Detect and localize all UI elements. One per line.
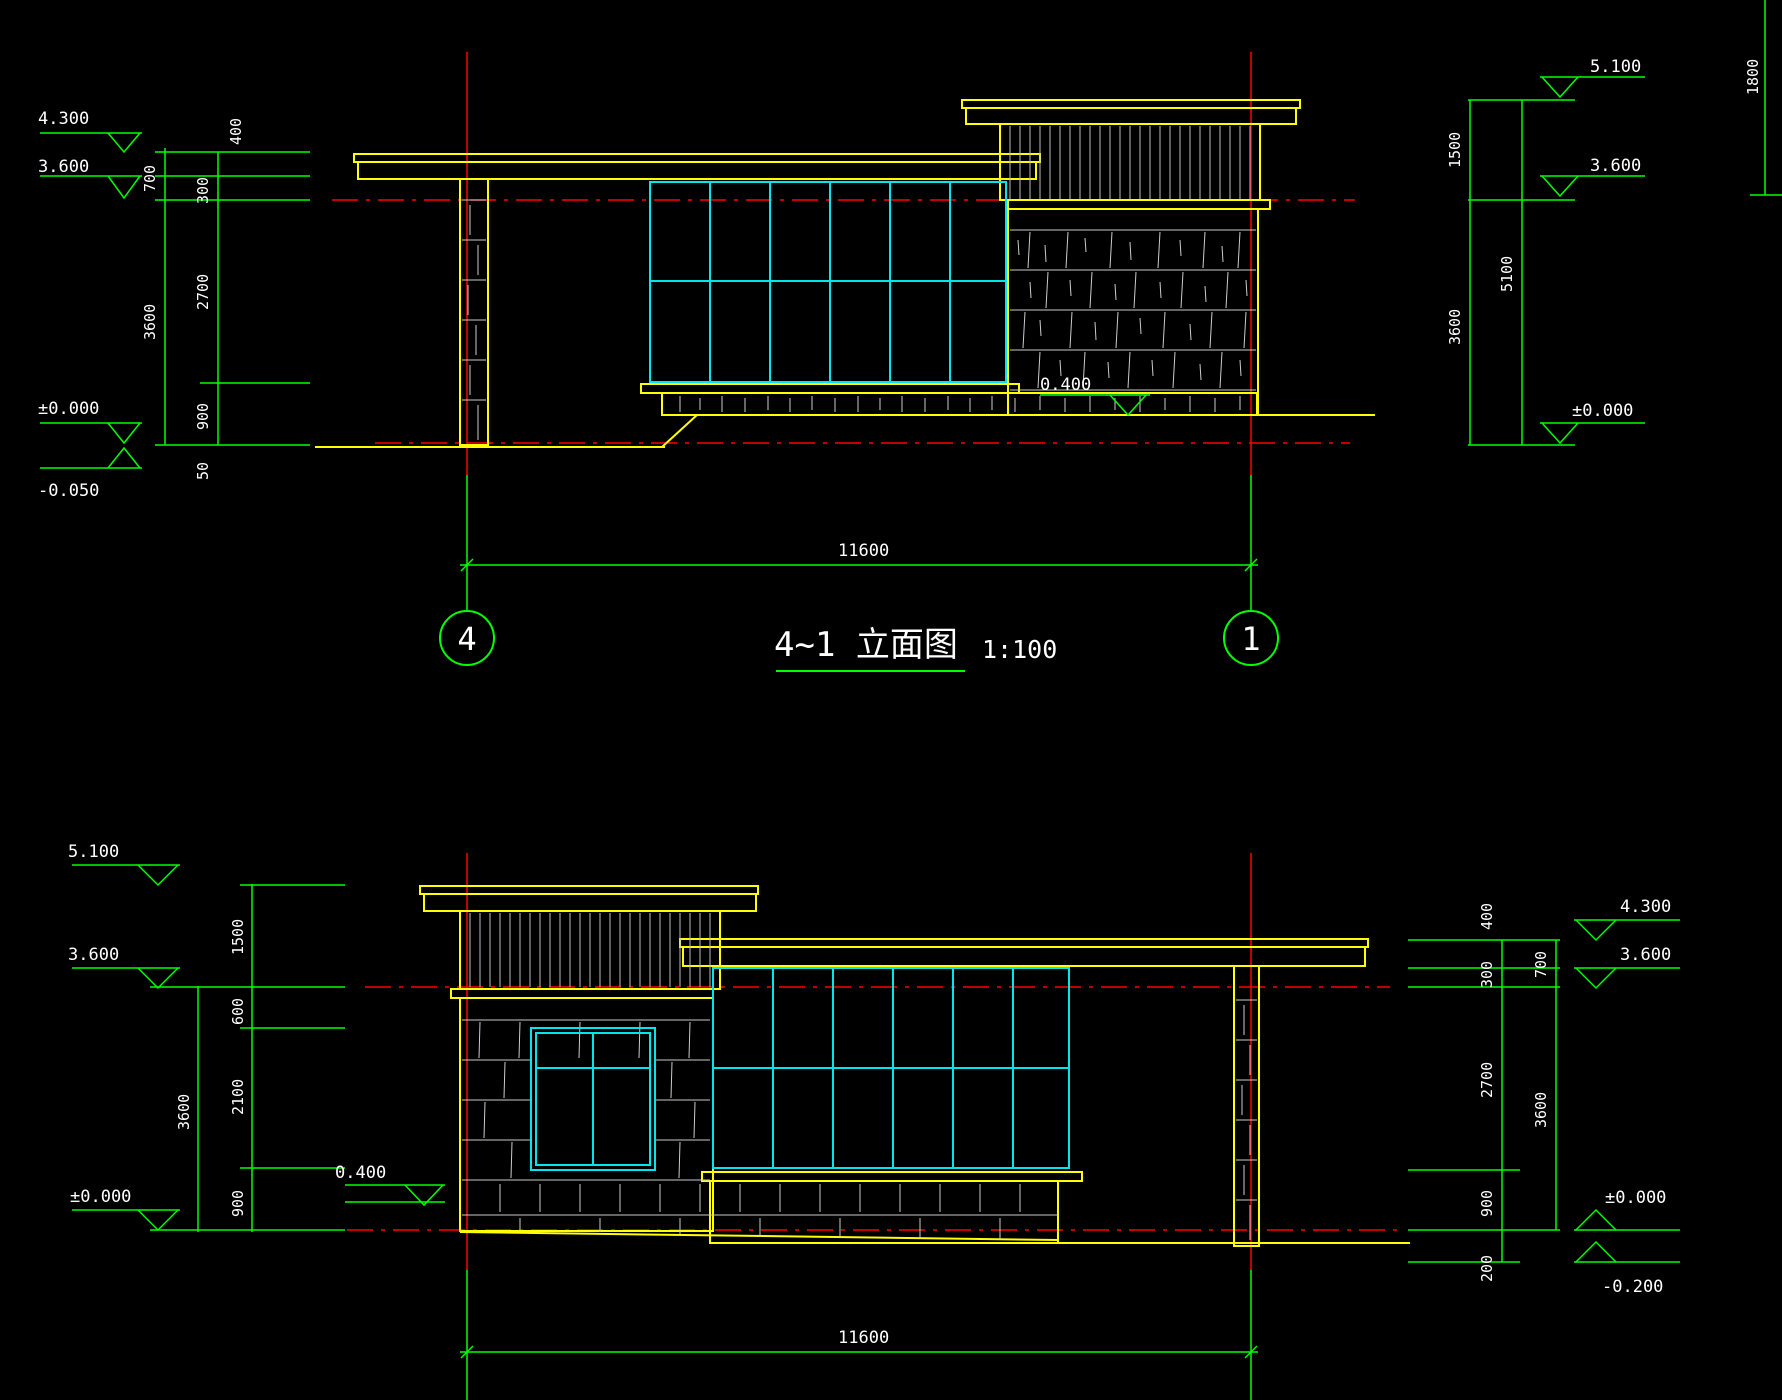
dim-label: 1500 xyxy=(1446,132,1464,168)
level-label: 0.400 xyxy=(1040,375,1091,395)
top-elevation: 4.300 3.600 ±0.000 -0.050 700 3600 400 3… xyxy=(38,0,1782,672)
overall-dim-top xyxy=(460,475,1258,610)
dim-label: 700 xyxy=(1532,951,1550,978)
level-label: -0.050 xyxy=(38,481,99,501)
dim-label: 3600 xyxy=(175,1094,193,1130)
level-label: 4.300 xyxy=(38,109,89,129)
right-levels-top xyxy=(1468,0,1782,446)
dim-label: 200 xyxy=(1478,1255,1496,1282)
small-window-bottom xyxy=(530,1027,656,1171)
dim-label: 3600 xyxy=(141,304,159,340)
dim-label: 300 xyxy=(1478,961,1496,988)
glass-wall-top xyxy=(649,181,1007,383)
stone-hatch-bottom xyxy=(462,1019,1058,1239)
level-label: 3.600 xyxy=(68,945,119,965)
level-label: ±0.000 xyxy=(70,1187,131,1207)
left-levels-top xyxy=(40,132,310,469)
dim-label: 1800 xyxy=(1744,59,1762,95)
dim-label: 600 xyxy=(229,998,247,1025)
dim-label: 400 xyxy=(1478,903,1496,930)
sill-level-top xyxy=(1040,394,1150,417)
bottom-elevation: 5.100 3.600 ±0.000 0.400 1500 600 2100 9… xyxy=(68,842,1680,1400)
dim-label: 900 xyxy=(229,1190,247,1217)
dim-label: 900 xyxy=(1478,1190,1496,1217)
level-label: 3.600 xyxy=(1590,156,1641,176)
level-label: 4.300 xyxy=(1620,897,1671,917)
level-label: 3.600 xyxy=(38,157,89,177)
level-label: ±0.000 xyxy=(1572,401,1633,421)
right-levels-bottom xyxy=(1408,919,1680,1263)
level-label: ±0.000 xyxy=(38,399,99,419)
dim-label: 2700 xyxy=(1478,1062,1496,1098)
siding-hatch-bottom xyxy=(469,913,711,987)
axis-label: 4 xyxy=(457,620,476,658)
stone-hatch-top xyxy=(1010,229,1256,391)
dim-label: 2700 xyxy=(194,274,212,310)
axis-bubble-1: 1 xyxy=(1223,610,1279,666)
dim-label: 11600 xyxy=(838,1328,889,1348)
building-bottom xyxy=(419,885,1410,1247)
left-levels-bottom xyxy=(72,864,445,1232)
drawing-scale: 1:100 xyxy=(982,635,1057,664)
dim-label: 400 xyxy=(227,118,245,145)
level-label: -0.200 xyxy=(1602,1277,1663,1297)
dim-label: 300 xyxy=(194,177,212,204)
dim-label: 50 xyxy=(194,462,212,480)
dim-label: 3600 xyxy=(1532,1092,1550,1128)
dim-label: 700 xyxy=(141,165,159,192)
drawing-title: 4~1 立面图 xyxy=(774,625,958,665)
glass-wall-bottom xyxy=(712,967,1070,1169)
level-label: 0.400 xyxy=(335,1163,386,1183)
level-label: ±0.000 xyxy=(1605,1188,1666,1208)
dim-label: 11600 xyxy=(838,541,889,561)
level-label: 3.600 xyxy=(1620,945,1671,965)
axis-bubble-4: 4 xyxy=(439,610,495,666)
overall-dim-bottom xyxy=(460,1270,1258,1400)
dim-label: 5100 xyxy=(1498,256,1516,292)
column-hatch-bottom xyxy=(1236,999,1257,1240)
level-label: 5.100 xyxy=(68,842,119,862)
level-label: 5.100 xyxy=(1590,57,1641,77)
dim-label: 2100 xyxy=(229,1079,247,1115)
dim-label: 1500 xyxy=(229,919,247,955)
dim-label: 3600 xyxy=(1446,309,1464,345)
axis-label: 1 xyxy=(1241,620,1260,658)
building-top xyxy=(315,99,1375,448)
column-hatch-top xyxy=(462,199,486,440)
siding-hatch-top xyxy=(1009,126,1251,199)
plinth-hatch-top xyxy=(679,396,1241,412)
dim-label: 900 xyxy=(194,403,212,430)
